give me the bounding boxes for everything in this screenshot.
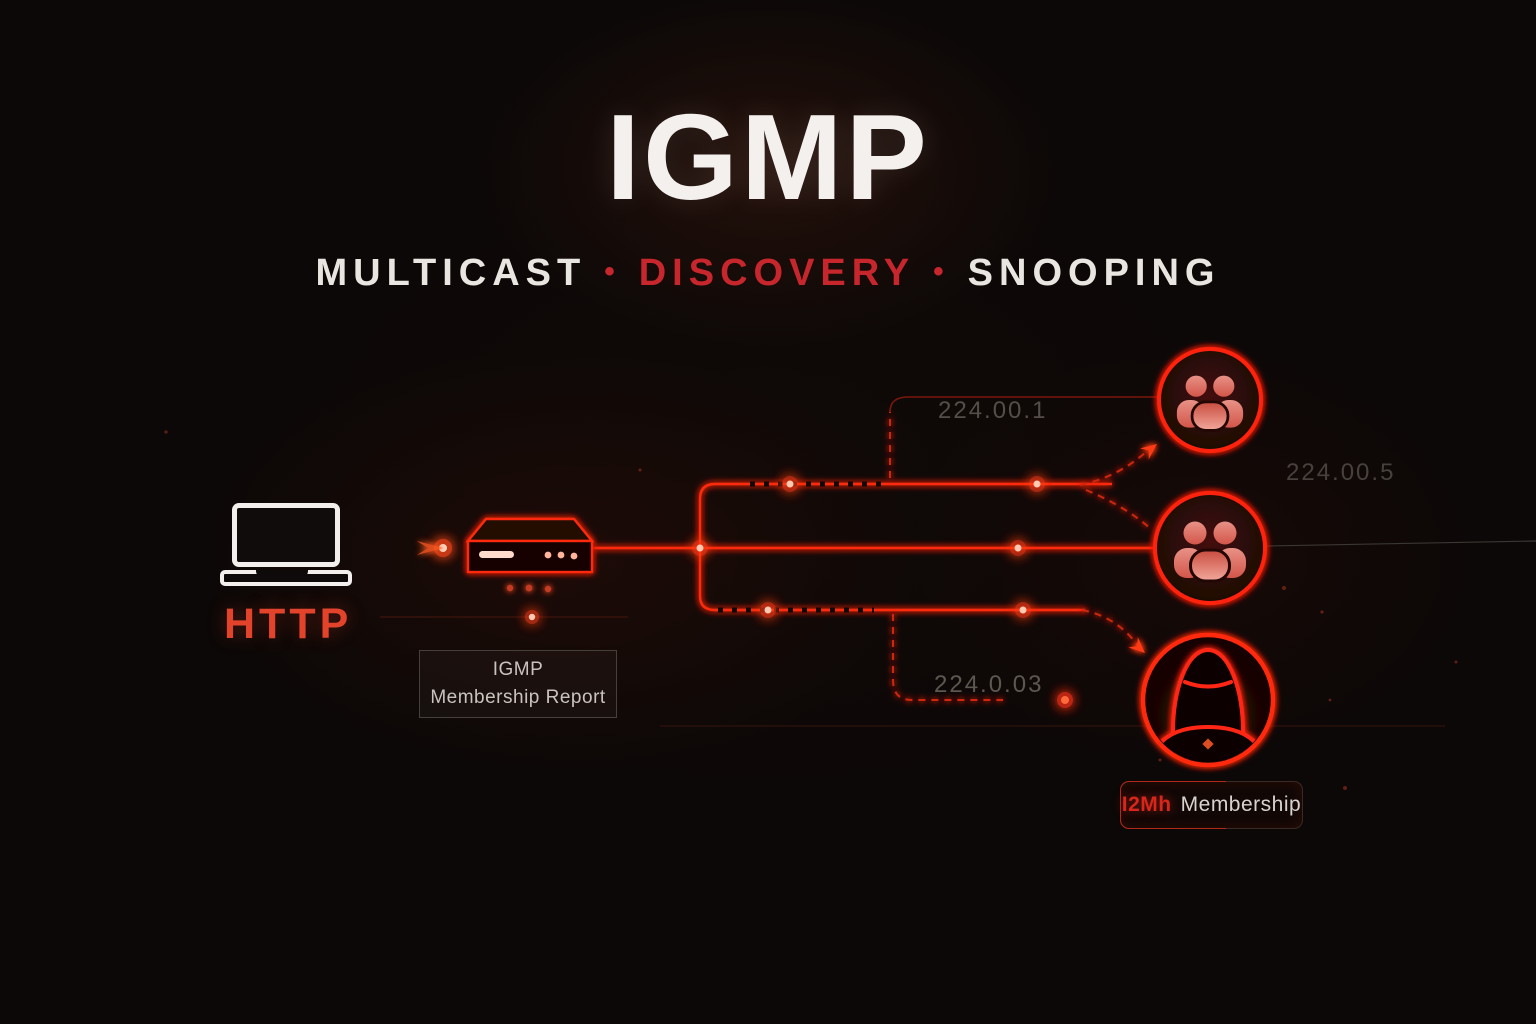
switch-status-dots xyxy=(506,584,552,593)
receiver-hacker xyxy=(1140,632,1276,768)
report-box-line1: IGMP xyxy=(492,658,544,680)
subtitle-word-snooping: SNOOPING xyxy=(967,252,1221,294)
dashed-arrow-to-top-group xyxy=(1079,451,1147,486)
receiver-top-group xyxy=(1157,347,1263,453)
multicast-group-label-2: 224.00.5 xyxy=(1286,459,1396,486)
faint-line-right xyxy=(1266,540,1536,547)
report-box-line2: Membership Report xyxy=(430,687,606,708)
membership-badge-highlight: I2Mh xyxy=(1121,793,1172,816)
network-switch-icon xyxy=(465,517,595,574)
arrowhead-bottom xyxy=(1128,637,1145,653)
laptop-icon xyxy=(232,503,340,567)
multicast-group-label-1: 224.00.1 xyxy=(938,397,1048,424)
page-title: IGMP xyxy=(606,89,930,225)
receiver-middle-group xyxy=(1153,491,1267,605)
separator-dot: • xyxy=(604,255,621,288)
membership-badge: I2Mh Membership xyxy=(1120,781,1303,829)
multicast-group-label-3: 224.0.03 xyxy=(934,671,1044,698)
dust-specks xyxy=(164,430,1458,790)
subtitle-word-multicast: MULTICAST xyxy=(315,252,587,294)
branch-top-line xyxy=(698,482,1112,548)
separator-dot: • xyxy=(933,255,950,288)
subtitle-word-discovery: DISCOVERY xyxy=(638,252,916,294)
group1-leader-line xyxy=(889,396,1157,413)
igmp-report-box: IGMP Membership Report xyxy=(419,650,617,718)
http-label: HTTP xyxy=(224,600,353,648)
laptop-notch xyxy=(256,570,308,577)
membership-badge-label: Membership xyxy=(1180,793,1302,816)
packet-dots xyxy=(417,476,1073,708)
page-subtitle: MULTICAST • DISCOVERY • SNOOPING xyxy=(0,252,1536,295)
arrowhead-top xyxy=(1140,444,1157,460)
dashed-arrow-to-hacker xyxy=(1081,609,1139,647)
switch-slot xyxy=(479,551,514,558)
branch-bottom-line xyxy=(698,548,1085,612)
dashed-to-middle-group xyxy=(1085,489,1152,530)
group3-dashed-drop xyxy=(892,614,1003,701)
